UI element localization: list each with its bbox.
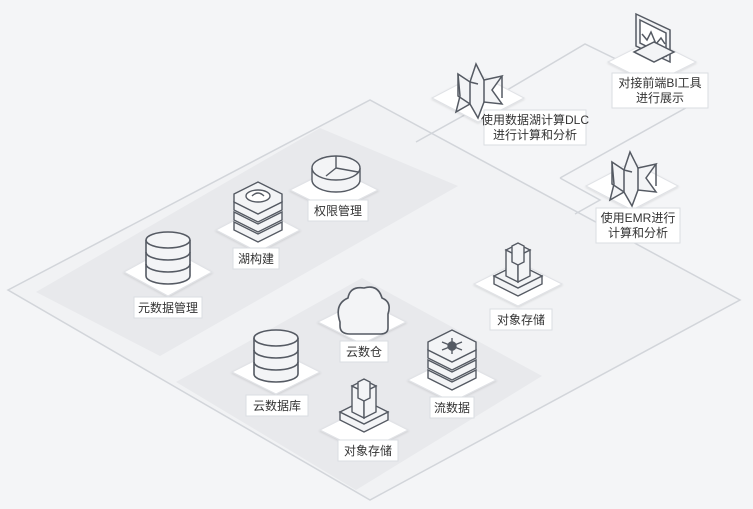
cloud-icon — [337, 286, 390, 335]
emr-label-line2: 计算和分析 — [608, 225, 668, 240]
cloud-warehouse-node[interactable]: 云数仓 — [316, 286, 408, 363]
object-storage-bottom-node[interactable]: 对象存储 — [318, 378, 410, 462]
label-box — [429, 396, 475, 419]
label-box — [339, 340, 389, 363]
emr-label-line1: 使用EMR进行 — [601, 210, 676, 225]
label-box — [337, 439, 399, 462]
stream-data-label: 流数据 — [434, 400, 470, 415]
connector-emr — [559, 177, 602, 215]
database-icon — [253, 329, 299, 383]
database-icon — [145, 231, 191, 285]
label-box — [483, 109, 587, 146]
stream-stack-icon — [427, 329, 477, 391]
label-box — [133, 296, 203, 319]
label-box — [489, 308, 553, 331]
permissions-label: 权限管理 — [314, 203, 362, 218]
label-box — [611, 72, 709, 109]
object-storage-top-node[interactable]: 对象存储 — [472, 242, 564, 331]
label-box — [307, 199, 369, 222]
object-storage-top-label: 对象存储 — [497, 312, 545, 327]
lake-stack-icon — [233, 181, 283, 243]
storage-tower-icon — [492, 242, 544, 297]
bi-label-line1: 对接前端BI工具 — [618, 75, 701, 90]
lake-build-label: 湖构建 — [238, 251, 274, 266]
dlc-node[interactable]: 使用数据湖计算DLC 进行计算和分析 — [430, 62, 589, 146]
monitor-chart-icon — [632, 12, 676, 64]
permissions-node[interactable]: 权限管理 — [288, 155, 380, 222]
storage-tower-icon — [338, 378, 390, 433]
connector-dlc — [415, 43, 702, 179]
object-storage-bottom-label: 对象存储 — [344, 443, 392, 458]
label-box — [245, 394, 309, 417]
label-box — [232, 247, 280, 270]
stream-data-node[interactable]: 流数据 — [406, 329, 498, 419]
permission-ring-icon — [311, 155, 361, 193]
metadata-node[interactable]: 元数据管理 — [122, 231, 214, 319]
dlc-label-line1: 使用数据湖计算DLC — [481, 112, 589, 127]
lake-build-node[interactable]: 湖构建 — [214, 181, 302, 270]
cloud-db-node[interactable]: 云数据库 — [230, 329, 322, 417]
label-box — [595, 207, 681, 244]
metadata-label: 元数据管理 — [138, 300, 198, 315]
compute-star-icon — [454, 62, 504, 120]
bi-node[interactable]: 对接前端BI工具 进行展示 — [606, 12, 709, 109]
emr-node[interactable]: 使用EMR进行 计算和分析 — [584, 150, 681, 244]
cloud-warehouse-label: 云数仓 — [346, 344, 382, 359]
bi-label-line2: 进行展示 — [636, 91, 684, 105]
cloud-db-label: 云数据库 — [253, 398, 301, 413]
dlc-label-line2: 进行计算和分析 — [493, 127, 577, 142]
compute-star-icon — [608, 150, 658, 208]
